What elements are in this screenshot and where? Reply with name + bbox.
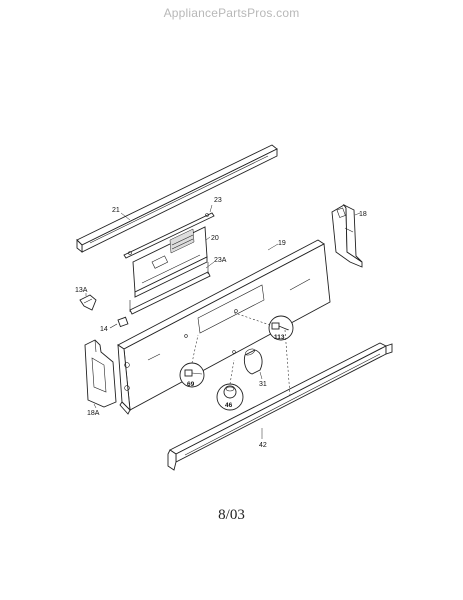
part-113-screw: [231, 311, 294, 341]
callout-14: 14: [100, 326, 108, 333]
part-42-bottom-trim: [167, 329, 393, 471]
callout-31: 31: [259, 381, 267, 388]
date-code: 8/03: [218, 507, 245, 523]
part-46-knob: [216, 359, 244, 411]
part-21-trim-bar: [76, 144, 278, 253]
callout-21: 21: [112, 207, 120, 214]
part-18-end-bracket: [331, 203, 363, 268]
part-31-knob: [232, 348, 263, 380]
part-13a-clip: [79, 294, 97, 311]
part-23-strip: [123, 212, 215, 259]
watermark: AppliancePartsPros.com: [163, 6, 300, 20]
part-20-control-board: [132, 226, 208, 298]
part-14-clip: [109, 316, 129, 329]
callout-46: 46: [225, 402, 233, 409]
callout-19: 19: [278, 240, 286, 247]
callout-23a: 23A: [214, 257, 227, 264]
callout-20: 20: [211, 235, 219, 242]
callout-23: 23: [214, 197, 222, 204]
callout-18a: 18A: [87, 410, 100, 417]
part-18a-end-cap: [84, 339, 117, 408]
part-23a-strip: [129, 262, 211, 315]
callout-13a: 13A: [75, 287, 88, 294]
callout-42: 42: [259, 442, 267, 449]
callout-69: 69: [187, 381, 195, 388]
part-19-control-panel: [117, 239, 331, 415]
part-69-screw: [179, 334, 205, 388]
callout-113: 113: [274, 334, 285, 341]
callout-18: 18: [359, 211, 367, 218]
